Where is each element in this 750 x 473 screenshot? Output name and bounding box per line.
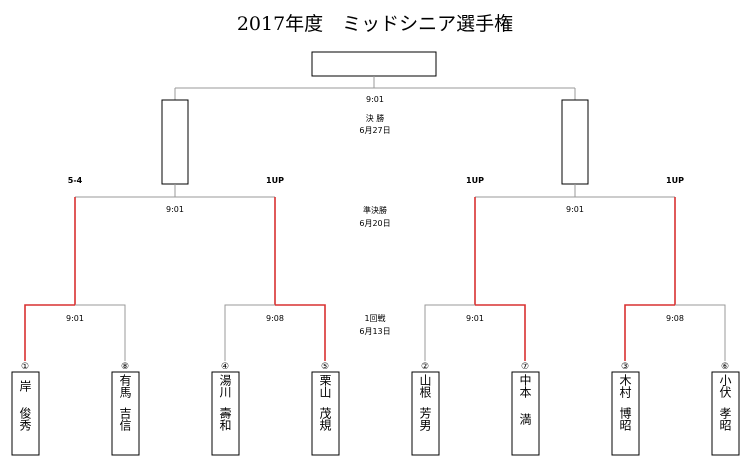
player-4: ⑤ 栗山 茂規 xyxy=(311,362,340,456)
first-time-1: 9:01 xyxy=(66,314,84,323)
first-round-loser-line-1 xyxy=(75,304,126,361)
first-round-winner-line-2 xyxy=(275,304,326,361)
player-box xyxy=(211,371,240,456)
first-round-loser-line-4 xyxy=(675,304,726,361)
player-box xyxy=(111,371,140,456)
seed-badge: ③ xyxy=(621,362,629,372)
seed-badge: ② xyxy=(421,362,429,372)
player-family-name: 栗山 xyxy=(318,374,332,398)
player-box xyxy=(11,371,40,456)
score-match-3: 1UP xyxy=(466,176,484,185)
player-8: ⑥ 小伏 孝昭 xyxy=(711,362,740,456)
player-5: ② 山根 芳男 xyxy=(411,362,440,456)
player-given-name: 芳男 xyxy=(418,407,432,431)
semi-connector-left xyxy=(75,184,275,198)
player-box xyxy=(411,371,440,456)
seed-badge: ⑥ xyxy=(721,362,729,372)
score-match-1: 5-4 xyxy=(68,176,83,185)
final-connector xyxy=(174,76,576,100)
seed-badge: ④ xyxy=(221,362,229,372)
semi-date: 6月20日 xyxy=(359,219,390,228)
player-family-name: 山根 xyxy=(418,374,432,398)
player-given-name: 茂規 xyxy=(318,407,332,431)
final-label: 決 勝 xyxy=(366,113,385,123)
player-7: ③ 木村 博昭 xyxy=(611,362,640,456)
score-match-2: 1UP xyxy=(266,176,284,185)
score-match-4: 1UP xyxy=(666,176,684,185)
final-time: 9:01 xyxy=(366,95,384,104)
player-given-name: 孝昭 xyxy=(718,407,732,431)
player-3: ④ 湯川 壽和 xyxy=(211,362,240,456)
player-family-name: 中本 xyxy=(518,373,532,399)
first-time-3: 9:01 xyxy=(466,314,484,323)
player-6: ⑦ 中本 満 xyxy=(511,362,540,456)
first-round-winner-line-1 xyxy=(24,304,75,361)
first-round-winner-line-4 xyxy=(624,304,675,361)
player-box xyxy=(611,371,640,456)
seed-badge: ⑤ xyxy=(321,362,329,372)
player-family-name: 有馬 xyxy=(118,374,132,399)
first-time-4: 9:08 xyxy=(666,314,684,323)
semi-label: 準決勝 xyxy=(363,205,387,215)
player-family-name: 木村 xyxy=(618,374,632,398)
first-round-loser-line-2 xyxy=(224,304,275,361)
seed-badge: ⑧ xyxy=(121,362,129,372)
player-given-name: 博昭 xyxy=(618,406,632,431)
player-1: ① 岸 俊秀 xyxy=(11,362,40,456)
player-box xyxy=(511,371,540,456)
player-2: ⑧ 有馬 吉信 xyxy=(111,362,140,456)
finalist-box-right xyxy=(561,99,589,185)
semi-time-left: 9:01 xyxy=(166,205,184,214)
champion-box xyxy=(311,51,437,77)
first-round-winner-line-3 xyxy=(475,304,526,361)
player-box xyxy=(311,371,340,456)
first-round-date: 6月13日 xyxy=(359,327,390,336)
player-given-name: 俊秀 xyxy=(18,406,32,431)
player-family-name: 岸 xyxy=(18,380,32,392)
first-round-loser-line-3 xyxy=(424,304,475,361)
player-given-name: 壽和 xyxy=(218,406,232,431)
seed-badge: ⑦ xyxy=(521,362,529,372)
first-round-label: 1回戦 xyxy=(364,313,385,323)
player-given-name: 吉信 xyxy=(118,407,132,432)
final-date: 6月27日 xyxy=(359,126,390,135)
finalist-box-left xyxy=(161,99,189,185)
page-title: 2017年度 ミッドシニア選手権 xyxy=(237,13,513,35)
semi-time-right: 9:01 xyxy=(566,205,584,214)
semi-connector-right xyxy=(475,184,675,198)
player-box xyxy=(711,371,740,456)
seed-badge: ① xyxy=(21,362,29,372)
first-time-2: 9:08 xyxy=(266,314,284,323)
player-given-name: 満 xyxy=(518,413,532,426)
player-family-name: 湯川 xyxy=(218,374,232,398)
player-family-name: 小伏 xyxy=(718,374,732,398)
